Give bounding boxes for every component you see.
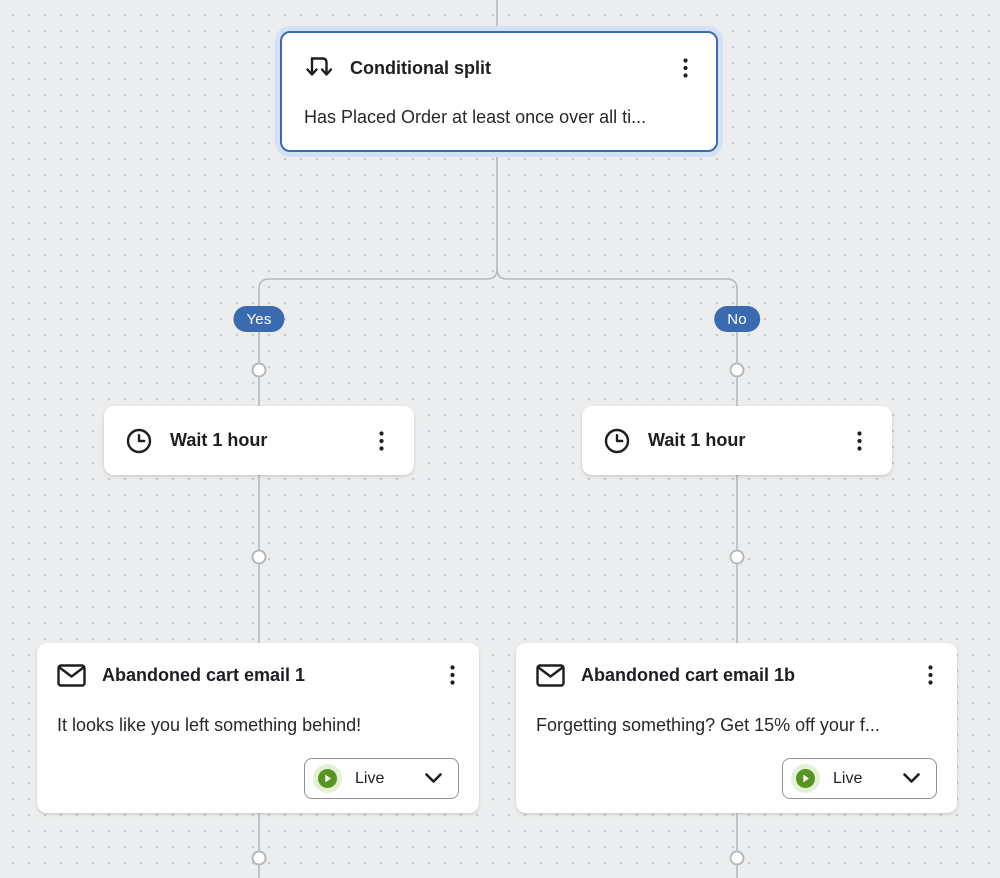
node-title: Wait 1 hour	[648, 430, 746, 450]
node-wait-right[interactable]: Wait 1 hour	[582, 406, 892, 475]
branch-label-no: No	[714, 306, 760, 332]
clock-icon	[126, 428, 152, 454]
node-title: Conditional split	[350, 57, 491, 78]
node-conditional-split[interactable]: Conditional split Has Placed Order at le…	[280, 31, 718, 152]
live-status-icon	[313, 764, 342, 793]
chevron-down-icon	[425, 773, 442, 784]
node-email-left[interactable]: Abandoned cart email 1 It looks like you…	[37, 643, 479, 813]
status-dropdown[interactable]: Live	[304, 758, 459, 799]
status-label: Live	[355, 769, 385, 787]
status-label: Live	[833, 769, 863, 787]
chevron-down-icon	[903, 773, 920, 784]
node-subtitle: Has Placed Order at least once over all …	[304, 107, 647, 127]
connector-line	[496, 268, 738, 406]
node-title: Abandoned cart email 1	[102, 664, 306, 685]
kebab-menu-icon[interactable]	[924, 663, 937, 687]
email-preview-text: It looks like you left something behind!	[57, 715, 362, 735]
connector-line	[258, 150, 498, 406]
connector-dot[interactable]	[251, 362, 267, 378]
clock-icon	[604, 428, 630, 454]
connector-dot[interactable]	[729, 850, 745, 866]
kebab-menu-icon[interactable]	[446, 663, 459, 687]
node-wait-left[interactable]: Wait 1 hour	[104, 406, 414, 475]
kebab-menu-icon[interactable]	[853, 429, 866, 453]
node-title: Abandoned cart email 1b	[581, 664, 796, 685]
branch-label-yes: Yes	[233, 306, 285, 332]
node-email-right[interactable]: Abandoned cart email 1b Forgetting somet…	[516, 643, 957, 813]
status-dropdown[interactable]: Live	[782, 758, 937, 799]
connector-dot[interactable]	[251, 850, 267, 866]
node-title: Wait 1 hour	[170, 430, 268, 450]
kebab-menu-icon[interactable]	[679, 56, 692, 80]
connector-dot[interactable]	[729, 362, 745, 378]
connector-dot[interactable]	[251, 549, 267, 565]
kebab-menu-icon[interactable]	[375, 429, 388, 453]
connector-dot[interactable]	[729, 549, 745, 565]
email-preview-text: Forgetting something? Get 15% off your f…	[536, 715, 880, 735]
email-icon	[57, 663, 86, 687]
conditional-split-icon	[304, 55, 334, 81]
email-icon	[536, 663, 565, 687]
live-status-icon	[791, 764, 820, 793]
